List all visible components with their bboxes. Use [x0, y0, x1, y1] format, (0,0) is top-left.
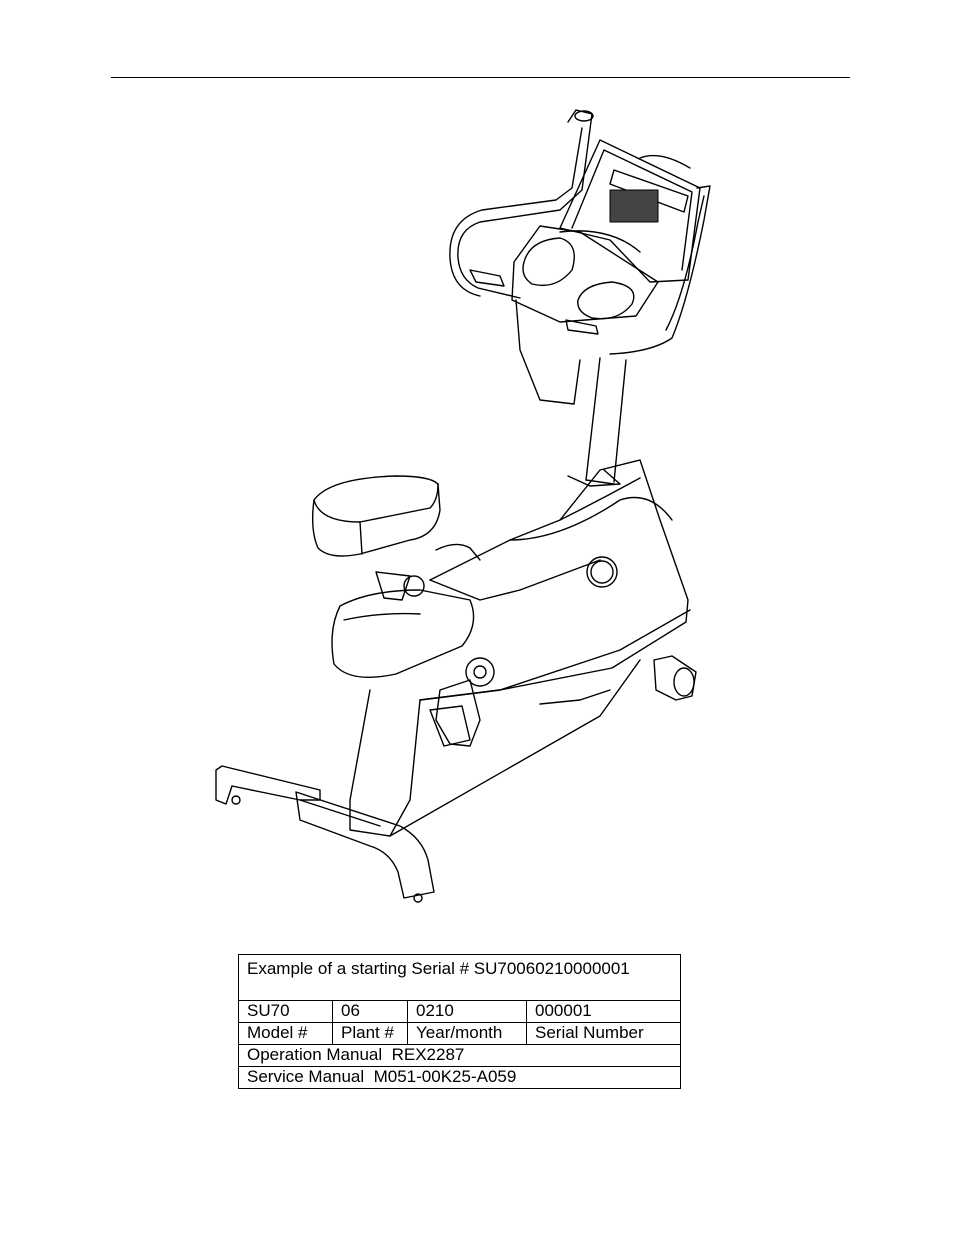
resistance-knob: [653, 655, 697, 701]
console: [511, 139, 701, 323]
exercise-bike-illustration: [215, 109, 711, 903]
serial-number-table: Example of a starting Serial # SU7006021…: [238, 954, 681, 1089]
table-row: Model # Plant # Year/month Serial Number: [238, 1022, 681, 1045]
plant-value: 06: [332, 1000, 408, 1023]
base-stabilizer: [215, 765, 435, 903]
model-label: Model #: [238, 1022, 333, 1045]
serial-number-label: Serial Number: [526, 1022, 681, 1045]
serial-example-caption: Example of a starting Serial # SU7006021…: [238, 954, 681, 1001]
service-manual: Service Manual M051-00K25-A059: [238, 1066, 681, 1089]
serial-number-value: 000001: [526, 1000, 681, 1023]
model-value: SU70: [238, 1000, 333, 1023]
table-row: Service Manual M051-00K25-A059: [238, 1066, 681, 1089]
table-row: Operation Manual REX2287: [238, 1044, 681, 1067]
table-row: SU70 06 0210 000001: [238, 1000, 681, 1023]
year-month-value: 0210: [407, 1000, 527, 1023]
operation-manual: Operation Manual REX2287: [238, 1044, 681, 1067]
handlebar: [449, 109, 711, 355]
plant-label: Plant #: [332, 1022, 408, 1045]
seat: [311, 475, 481, 601]
upright-mast: [515, 299, 627, 487]
pedal: [429, 679, 481, 747]
year-month-label: Year/month: [407, 1022, 527, 1045]
frame: [331, 459, 691, 837]
table-row: Example of a starting Serial # SU7006021…: [238, 954, 681, 1001]
header-rule: [111, 77, 850, 78]
